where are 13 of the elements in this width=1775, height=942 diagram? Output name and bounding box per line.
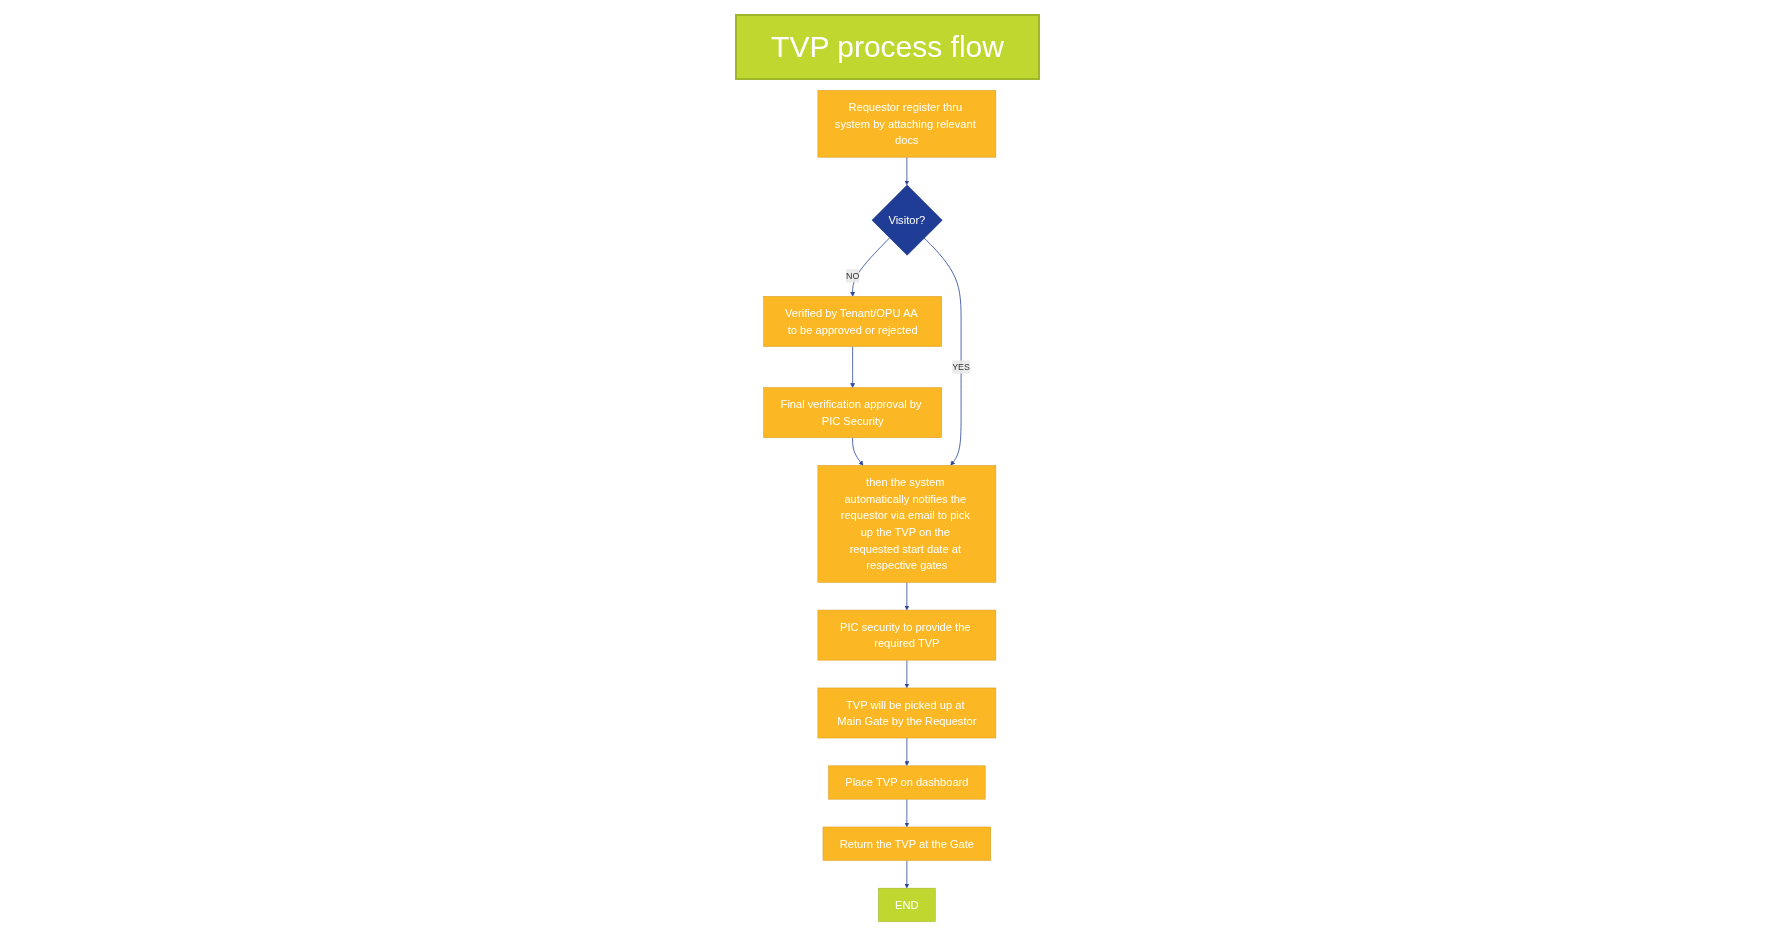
node-box: Return the TVP at the Gate <box>822 826 992 861</box>
node-box: PIC security to provide the required TVP <box>817 609 997 661</box>
node-box: Final verification approval by PIC Security <box>763 387 943 438</box>
node-box: Place TVP on dashboard <box>828 765 986 800</box>
node-box: Verified by Tenant/OPU AA to be approved or rejected <box>763 296 943 347</box>
node-box: Requestor register thru system by attaching relevant docs <box>817 90 997 158</box>
title-box: TVP process flow <box>735 14 1040 80</box>
edge-label: YES <box>952 362 971 372</box>
node-box: then the system automatically notifies the requestor via email to pick up the TVP on the requested start date at respective gates <box>817 465 997 583</box>
node-diamond: Visitor? <box>872 184 943 256</box>
node-box: TVP will be picked up at Main Gate by the Requestor <box>817 687 997 739</box>
node-box: END <box>878 887 936 922</box>
edge-label: NO <box>846 270 860 281</box>
